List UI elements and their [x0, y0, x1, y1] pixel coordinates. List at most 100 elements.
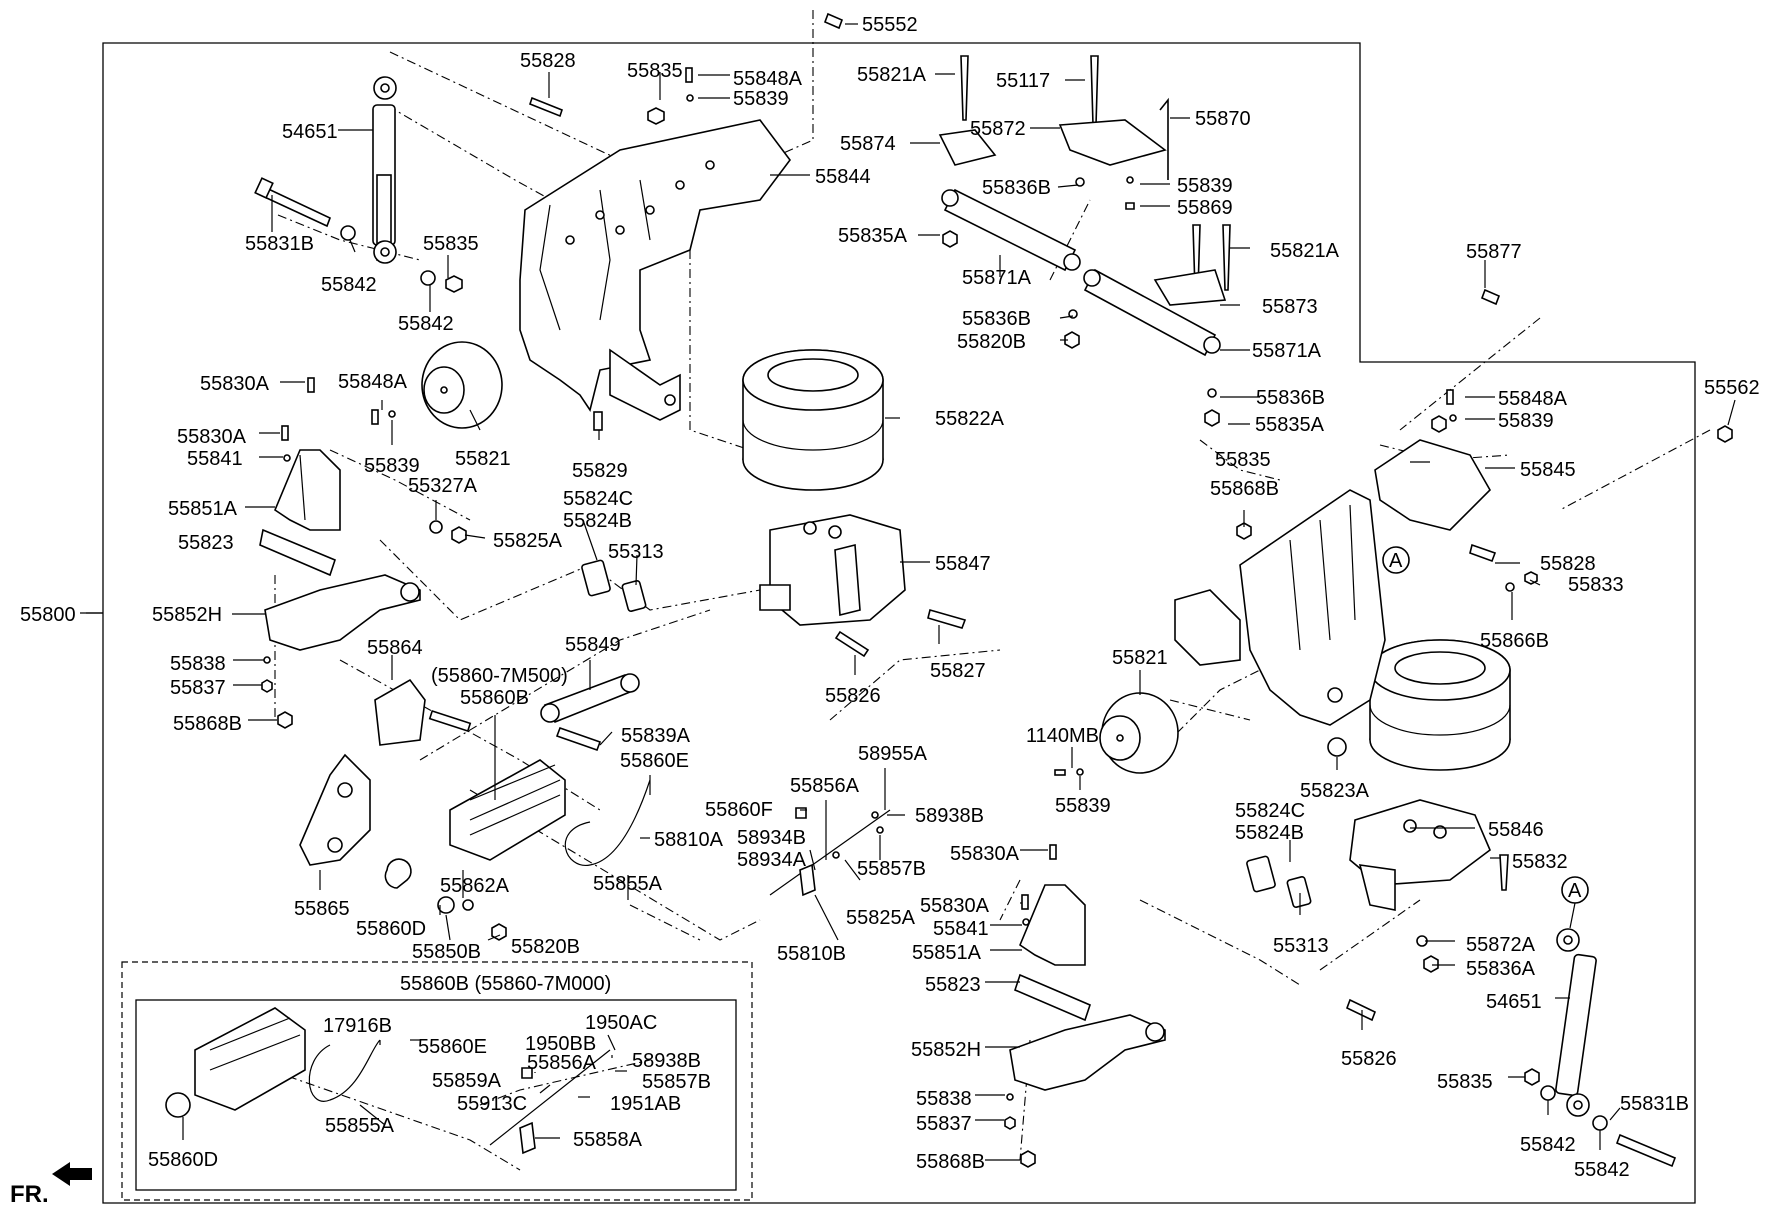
label-55821-left: 55821 — [455, 448, 511, 470]
label-55835A-b: 55835A — [1255, 414, 1325, 436]
washer-55836B-c — [1207, 388, 1217, 398]
label-55831B-left: 55831B — [245, 233, 314, 255]
air-spring-55822A-upper — [742, 349, 884, 491]
label-55117: 55117 — [996, 70, 1050, 92]
label-55877: 55877 — [1466, 241, 1522, 263]
label-55851A-left: 55851A — [168, 498, 238, 520]
pedestal-55847 — [759, 514, 906, 626]
label-55860E-b: 55860E — [418, 1036, 487, 1058]
washer-55839-r — [1126, 176, 1134, 184]
label-55836B-a: 55836B — [982, 177, 1051, 199]
label-55852H-m: 55852H — [911, 1039, 981, 1061]
label-55839A: 55839A — [621, 725, 691, 747]
label-55562: 55562 — [1704, 377, 1760, 399]
bolt-55829 — [593, 411, 603, 431]
bushing-55823-left — [259, 528, 336, 577]
bolt-55869 — [1125, 202, 1135, 210]
label-55865: 55865 — [294, 898, 350, 920]
label-55851A-m: 55851A — [912, 942, 982, 964]
label-55826-b: 55826 — [1341, 1048, 1397, 1070]
label-55800: 55800 — [20, 604, 76, 626]
bolt-55848A-left — [371, 409, 379, 425]
label-55857B-a: 55857B — [857, 858, 926, 880]
label-55823A: 55823A — [1300, 780, 1370, 802]
label-55327A: 55327A — [408, 475, 478, 497]
front-arrow-icon — [52, 1162, 92, 1186]
label-55868B-m: 55868B — [916, 1151, 985, 1173]
bump-stop-55821-left — [421, 341, 503, 429]
bolt-55831B-right — [1615, 1133, 1677, 1168]
label-55825A-b: 55825A — [846, 907, 916, 929]
label-55862A: 55862A — [440, 875, 510, 897]
label-55828: 55828 — [520, 50, 576, 72]
label-55849: 55849 — [565, 634, 621, 656]
part-labels: 55552 55828 55835 55848A 55839 55821A 55… — [10, 14, 1760, 1208]
label-55848A-left: 55848A — [338, 371, 408, 393]
label-55852H-left: 55852H — [152, 604, 222, 626]
label-55835A-a: 55835A — [838, 225, 908, 247]
washer-55841-m — [1022, 918, 1030, 926]
label-55860D-a: 55860D — [356, 918, 426, 940]
nut-55868B-left — [277, 711, 293, 729]
label-55860B-a: 55860B — [460, 687, 529, 709]
bracket-55874 — [938, 129, 997, 166]
bump-stop-55821-right — [1099, 692, 1179, 774]
washer-55841-left — [283, 454, 291, 462]
label-55913C: 55913C — [457, 1093, 527, 1115]
label-55871A-b: 55871A — [1252, 340, 1322, 362]
label-55836B-c: 55836B — [1256, 387, 1325, 409]
label-55869: 55869 — [1177, 197, 1233, 219]
label-54651-left: 54651 — [282, 121, 338, 143]
label-55839-m: 55839 — [1055, 795, 1111, 817]
label-55855A-a: 55855A — [593, 873, 663, 895]
nut-55835A-a — [942, 230, 958, 248]
nut-55835A-b — [1204, 409, 1220, 427]
pedestal-55846 — [1349, 799, 1491, 911]
label-55823-m: 55823 — [925, 974, 981, 996]
label-55835-top: 55835 — [627, 60, 683, 82]
link-55849 — [540, 673, 640, 723]
label-55821A-right: 55821A — [1270, 240, 1340, 262]
bushing-55824C — [581, 559, 611, 597]
label-55842-r2: 55842 — [1574, 1159, 1630, 1181]
label-55859A: 55859A — [432, 1070, 502, 1092]
label-55825A-a: 55825A — [493, 530, 563, 552]
label-55835-rr: 55835 — [1437, 1071, 1493, 1093]
label-55831B-right: 55831B — [1620, 1093, 1689, 1115]
trailing-arm-55852H-m — [1009, 1014, 1166, 1091]
nut-55562 — [1717, 425, 1733, 443]
bushing-55313-a — [621, 580, 647, 612]
kit-outer-box — [121, 961, 753, 1201]
label-58810A: 58810A — [654, 829, 724, 851]
washer-55866B — [1505, 582, 1515, 592]
bushing-55824C-b — [1246, 855, 1276, 893]
kit-inner-box — [135, 999, 737, 1191]
label-55860B-box: 55860B (55860-7M000) — [400, 973, 611, 995]
label-55844: 55844 — [815, 166, 871, 188]
label-54651-right: 54651 — [1486, 991, 1542, 1013]
ref-label-a-2: A — [1568, 880, 1582, 902]
label-55839-r: 55839 — [1177, 175, 1233, 197]
label-58955A: 58955A — [858, 743, 928, 765]
bolt-55828-r — [1469, 543, 1497, 563]
clip-58955A — [871, 811, 879, 819]
bolt-55552 — [823, 12, 844, 30]
bolt-55828-top — [529, 96, 563, 118]
bracket-55872 — [1058, 119, 1167, 166]
label-55821-right: 55821 — [1112, 647, 1168, 669]
label-55848A-top: 55848A — [733, 68, 803, 90]
label-58938B-a: 58938B — [915, 805, 984, 827]
label-55830A-l1: 55830A — [200, 373, 270, 395]
label-55857B-b: 55857B — [642, 1071, 711, 1093]
nut-55837-m — [1004, 1116, 1016, 1130]
bushing-55823A — [1327, 737, 1347, 757]
label-55872A: 55872A — [1466, 934, 1536, 956]
bolt-55831B-left — [254, 177, 332, 228]
label-55830A-l2: 55830A — [177, 426, 247, 448]
label-55871A-a: 55871A — [962, 267, 1032, 289]
bolt-55848A-top — [685, 67, 693, 83]
nut-55868B-m — [1020, 1150, 1036, 1168]
label-55872: 55872 — [970, 118, 1026, 140]
bracket-55851A-left — [274, 449, 341, 531]
